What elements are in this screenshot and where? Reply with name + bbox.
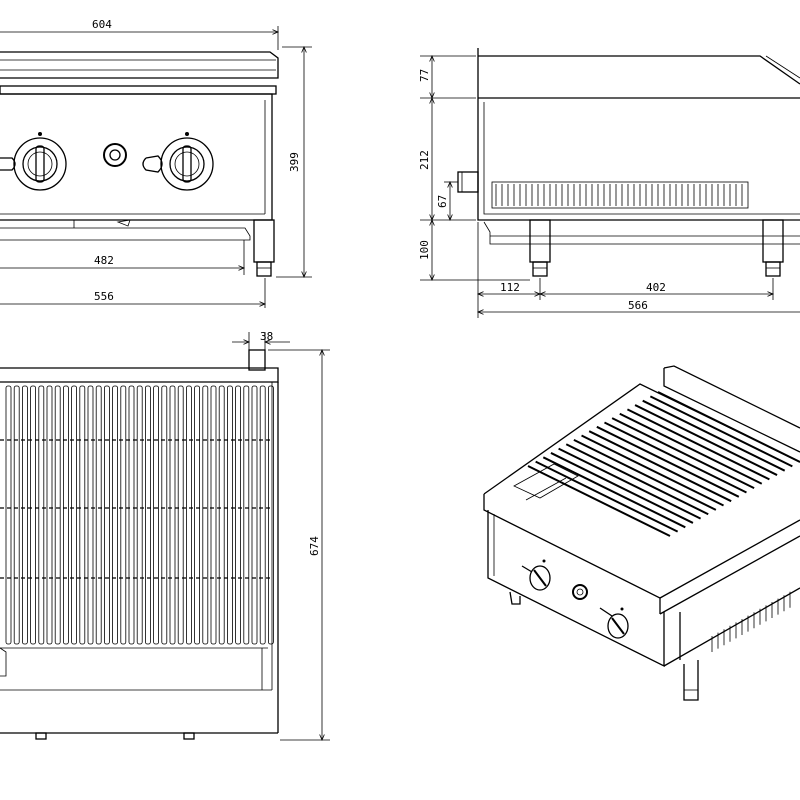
left-knob-icon bbox=[13, 132, 67, 191]
iso-grate-bar bbox=[626, 408, 770, 481]
dim-side-body: 212 bbox=[418, 150, 431, 170]
grate-bar bbox=[226, 385, 233, 645]
igniter-icon bbox=[103, 143, 127, 167]
grill-grate bbox=[0, 385, 274, 645]
grate-bar bbox=[177, 385, 184, 645]
side-elevation: 77 212 100 67 112 402 566 bbox=[418, 48, 800, 318]
iso-grate-bar bbox=[565, 443, 709, 516]
grate-bar bbox=[267, 385, 274, 645]
dim-side-inlet: 67 bbox=[436, 195, 449, 208]
iso-left-knob-icon bbox=[521, 559, 551, 591]
iso-grate-bar bbox=[558, 447, 702, 520]
grate-bar bbox=[13, 385, 20, 645]
front-leg bbox=[253, 219, 275, 277]
grate-bar bbox=[136, 385, 143, 645]
left-pilot-icon bbox=[0, 157, 16, 171]
dim-front-feet-width: 556 bbox=[94, 290, 114, 303]
dim-front-inner-width: 482 bbox=[94, 254, 114, 267]
grate-bar bbox=[153, 385, 160, 645]
iso-right-knob-icon bbox=[599, 607, 629, 639]
grate-bar bbox=[210, 385, 217, 645]
grate-bar bbox=[194, 385, 201, 645]
isometric-view bbox=[483, 365, 800, 701]
dim-side-feet-span: 402 bbox=[646, 281, 666, 294]
side-leg-right bbox=[762, 219, 784, 277]
grate-bar bbox=[46, 385, 53, 645]
iso-grate-bar bbox=[642, 399, 786, 472]
iso-grate-bar bbox=[550, 452, 694, 524]
iso-grate-bar bbox=[596, 425, 740, 498]
iso-grate-bar bbox=[634, 404, 778, 476]
grate-bar bbox=[79, 385, 86, 645]
grate-bar bbox=[243, 385, 250, 645]
dim-side-depth: 566 bbox=[628, 299, 648, 312]
dim-side-legs: 100 bbox=[418, 240, 431, 260]
dim-front-height: 399 bbox=[288, 152, 301, 172]
dim-side-top: 77 bbox=[418, 69, 431, 82]
grate-bar bbox=[95, 385, 102, 645]
grate-bar bbox=[71, 385, 77, 645]
side-vents bbox=[491, 181, 749, 209]
iso-grate-bar bbox=[649, 395, 793, 468]
grate-bar bbox=[38, 385, 45, 645]
plan-view: 38 674 bbox=[0, 330, 330, 740]
iso-side-vents bbox=[711, 591, 791, 652]
dim-front-width: 604 bbox=[92, 18, 112, 31]
grate-bar bbox=[169, 385, 176, 645]
dim-top-depth: 674 bbox=[308, 536, 321, 556]
iso-igniter-icon bbox=[572, 584, 588, 600]
grate-bar bbox=[251, 385, 258, 645]
iso-grate-bar bbox=[611, 417, 755, 490]
front-elevation: 604 399 482 556 bbox=[0, 18, 312, 308]
grate-bar bbox=[63, 385, 69, 645]
grate-bar bbox=[112, 385, 118, 645]
dim-top-inlet: 38 bbox=[260, 330, 273, 343]
dim-side-left-offset: 112 bbox=[500, 281, 520, 294]
grate-bar bbox=[21, 385, 28, 645]
iso-grate-bar bbox=[588, 430, 732, 503]
iso-grate-bar bbox=[581, 434, 724, 507]
grate-bar bbox=[87, 385, 94, 645]
grate-bar bbox=[259, 385, 266, 645]
iso-grate-bar bbox=[527, 465, 671, 537]
grate-bar bbox=[120, 385, 127, 645]
iso-grate-bar bbox=[573, 438, 717, 511]
side-leg-left bbox=[529, 219, 551, 277]
grate-bar bbox=[128, 385, 135, 645]
iso-grate-bar bbox=[542, 456, 686, 529]
grate-bar bbox=[218, 385, 225, 645]
grate-bar bbox=[5, 385, 12, 645]
grate-bar bbox=[144, 385, 151, 645]
grate-bar bbox=[202, 385, 209, 645]
grate-bar bbox=[161, 385, 168, 645]
right-knob-icon bbox=[142, 132, 214, 191]
iso-grill-grate bbox=[527, 391, 800, 537]
grate-bar bbox=[30, 385, 37, 645]
iso-grate-bar bbox=[657, 391, 800, 463]
vent-frame bbox=[491, 181, 749, 209]
grate-bar bbox=[54, 385, 61, 645]
grate-bar bbox=[185, 385, 192, 645]
iso-grate-bar bbox=[604, 421, 747, 494]
iso-grate-bar bbox=[619, 412, 763, 485]
grate-bar bbox=[235, 385, 242, 645]
grate-bar bbox=[104, 385, 110, 645]
iso-grate-bar bbox=[535, 460, 679, 533]
